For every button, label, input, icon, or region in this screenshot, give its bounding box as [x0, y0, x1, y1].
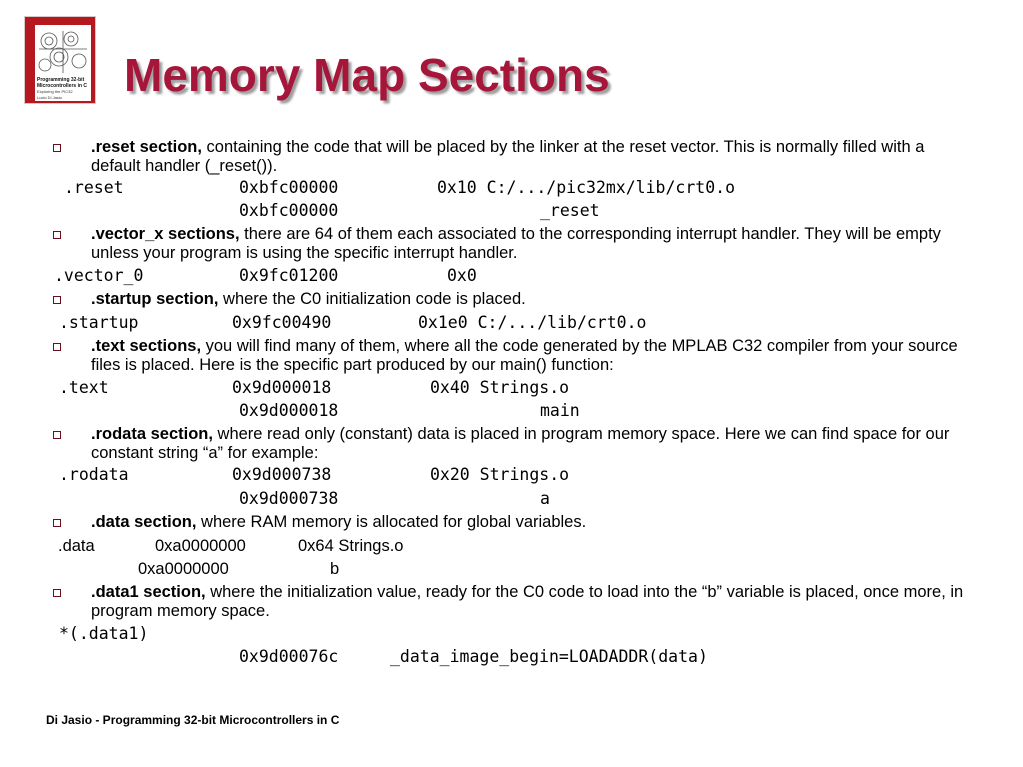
bullet-square-icon [53, 519, 61, 527]
map-line-text-symbol: main [540, 401, 580, 420]
map-line-data1-section: *(.data1) [59, 624, 149, 643]
bullet-text: you will find many of them, where all th… [91, 337, 958, 374]
map-line-text-address: 0x9d000018 [232, 378, 332, 397]
map-line-reset-address: 0xbfc00000 [239, 178, 339, 197]
slide-footer: Di Jasio - Programming 32-bit Microcontr… [46, 713, 340, 727]
map-line-startup-address: 0x9fc00490 [232, 313, 332, 332]
map-line-rodata-size-file: 0x20 Strings.o [430, 465, 570, 484]
bullet-term: .rodata section, [91, 425, 213, 443]
book-cover-image: Programming 32-bit Microcontrollers in C… [24, 16, 96, 104]
map-line-reset-name: .reset [64, 178, 124, 197]
cover-panel: Programming 32-bit Microcontrollers in C… [35, 25, 91, 101]
map-line-vector-name: .vector_0 [54, 266, 144, 285]
map-line-rodata-name: .rodata [59, 465, 129, 484]
bullet-square-icon [53, 296, 61, 304]
bullet-term: .startup section, [91, 290, 219, 308]
map-line-text-symbol-address: 0x9d000018 [239, 401, 339, 420]
bullet-text: there are 64 of them each associated to … [91, 225, 941, 262]
bullet-text: where read only (constant) data is place… [91, 425, 950, 462]
map-line-data-size-file: 0x64 Strings.o [298, 537, 404, 555]
bullet-text: where RAM memory is allocated for global… [196, 513, 587, 531]
map-line-reset-size-file: 0x10 C:/.../pic32mx/lib/crt0.o [437, 178, 736, 197]
bullet-square-icon [53, 589, 61, 597]
bullet-text: containing the code that will be placed … [91, 138, 925, 175]
slide-title: Memory Map Sections [124, 49, 610, 101]
cover-artwork [38, 31, 87, 73]
bullet-square-icon [53, 343, 61, 351]
bullet-square-icon [53, 144, 61, 152]
cover-author: Lucio Di Jasio [37, 95, 62, 100]
bullet-text: where the C0 initialization code is plac… [218, 290, 526, 308]
bullet-term: .vector_x sections, [91, 225, 240, 243]
map-line-data-name: .data [58, 537, 95, 555]
cover-subtitle: Exploring the PIC32 [37, 89, 73, 94]
map-line-text-name: .text [59, 378, 109, 397]
bullet-term: .reset section, [91, 138, 202, 156]
bullet-square-icon [53, 231, 61, 239]
map-line-reset-symbol-address: 0xbfc00000 [239, 201, 339, 220]
map-line-startup-size-file: 0x1e0 C:/.../lib/crt0.o [418, 313, 647, 332]
map-line-data-address: 0xa0000000 [155, 537, 246, 555]
map-line-vector-size: 0x0 [447, 266, 477, 285]
map-line-startup-name: .startup [59, 313, 139, 332]
map-line-rodata-symbol-address: 0x9d000738 [239, 489, 339, 508]
bullet-term: .data section, [91, 513, 197, 531]
bullet-text: where the initialization value, ready fo… [91, 583, 964, 620]
bullet-term: .data1 section, [91, 583, 206, 601]
map-line-data1-address: 0x9d00076c [239, 647, 339, 666]
map-line-data-symbol: b [330, 560, 340, 578]
map-line-vector-address: 0x9fc01200 [239, 266, 339, 285]
bullet-term: .text sections, [91, 337, 202, 355]
map-line-text-size-file: 0x40 Strings.o [430, 378, 570, 397]
map-line-rodata-address: 0x9d000738 [232, 465, 332, 484]
cover-title: Programming 32-bit Microcontrollers in C [37, 77, 88, 89]
map-line-data-symbol-address: 0xa0000000 [138, 560, 229, 578]
map-line-data1-symbol: _data_image_begin=LOADADDR(data) [390, 647, 708, 666]
map-line-reset-symbol: _reset [540, 201, 600, 220]
bullet-square-icon [53, 431, 61, 439]
map-line-rodata-symbol: a [540, 489, 550, 508]
